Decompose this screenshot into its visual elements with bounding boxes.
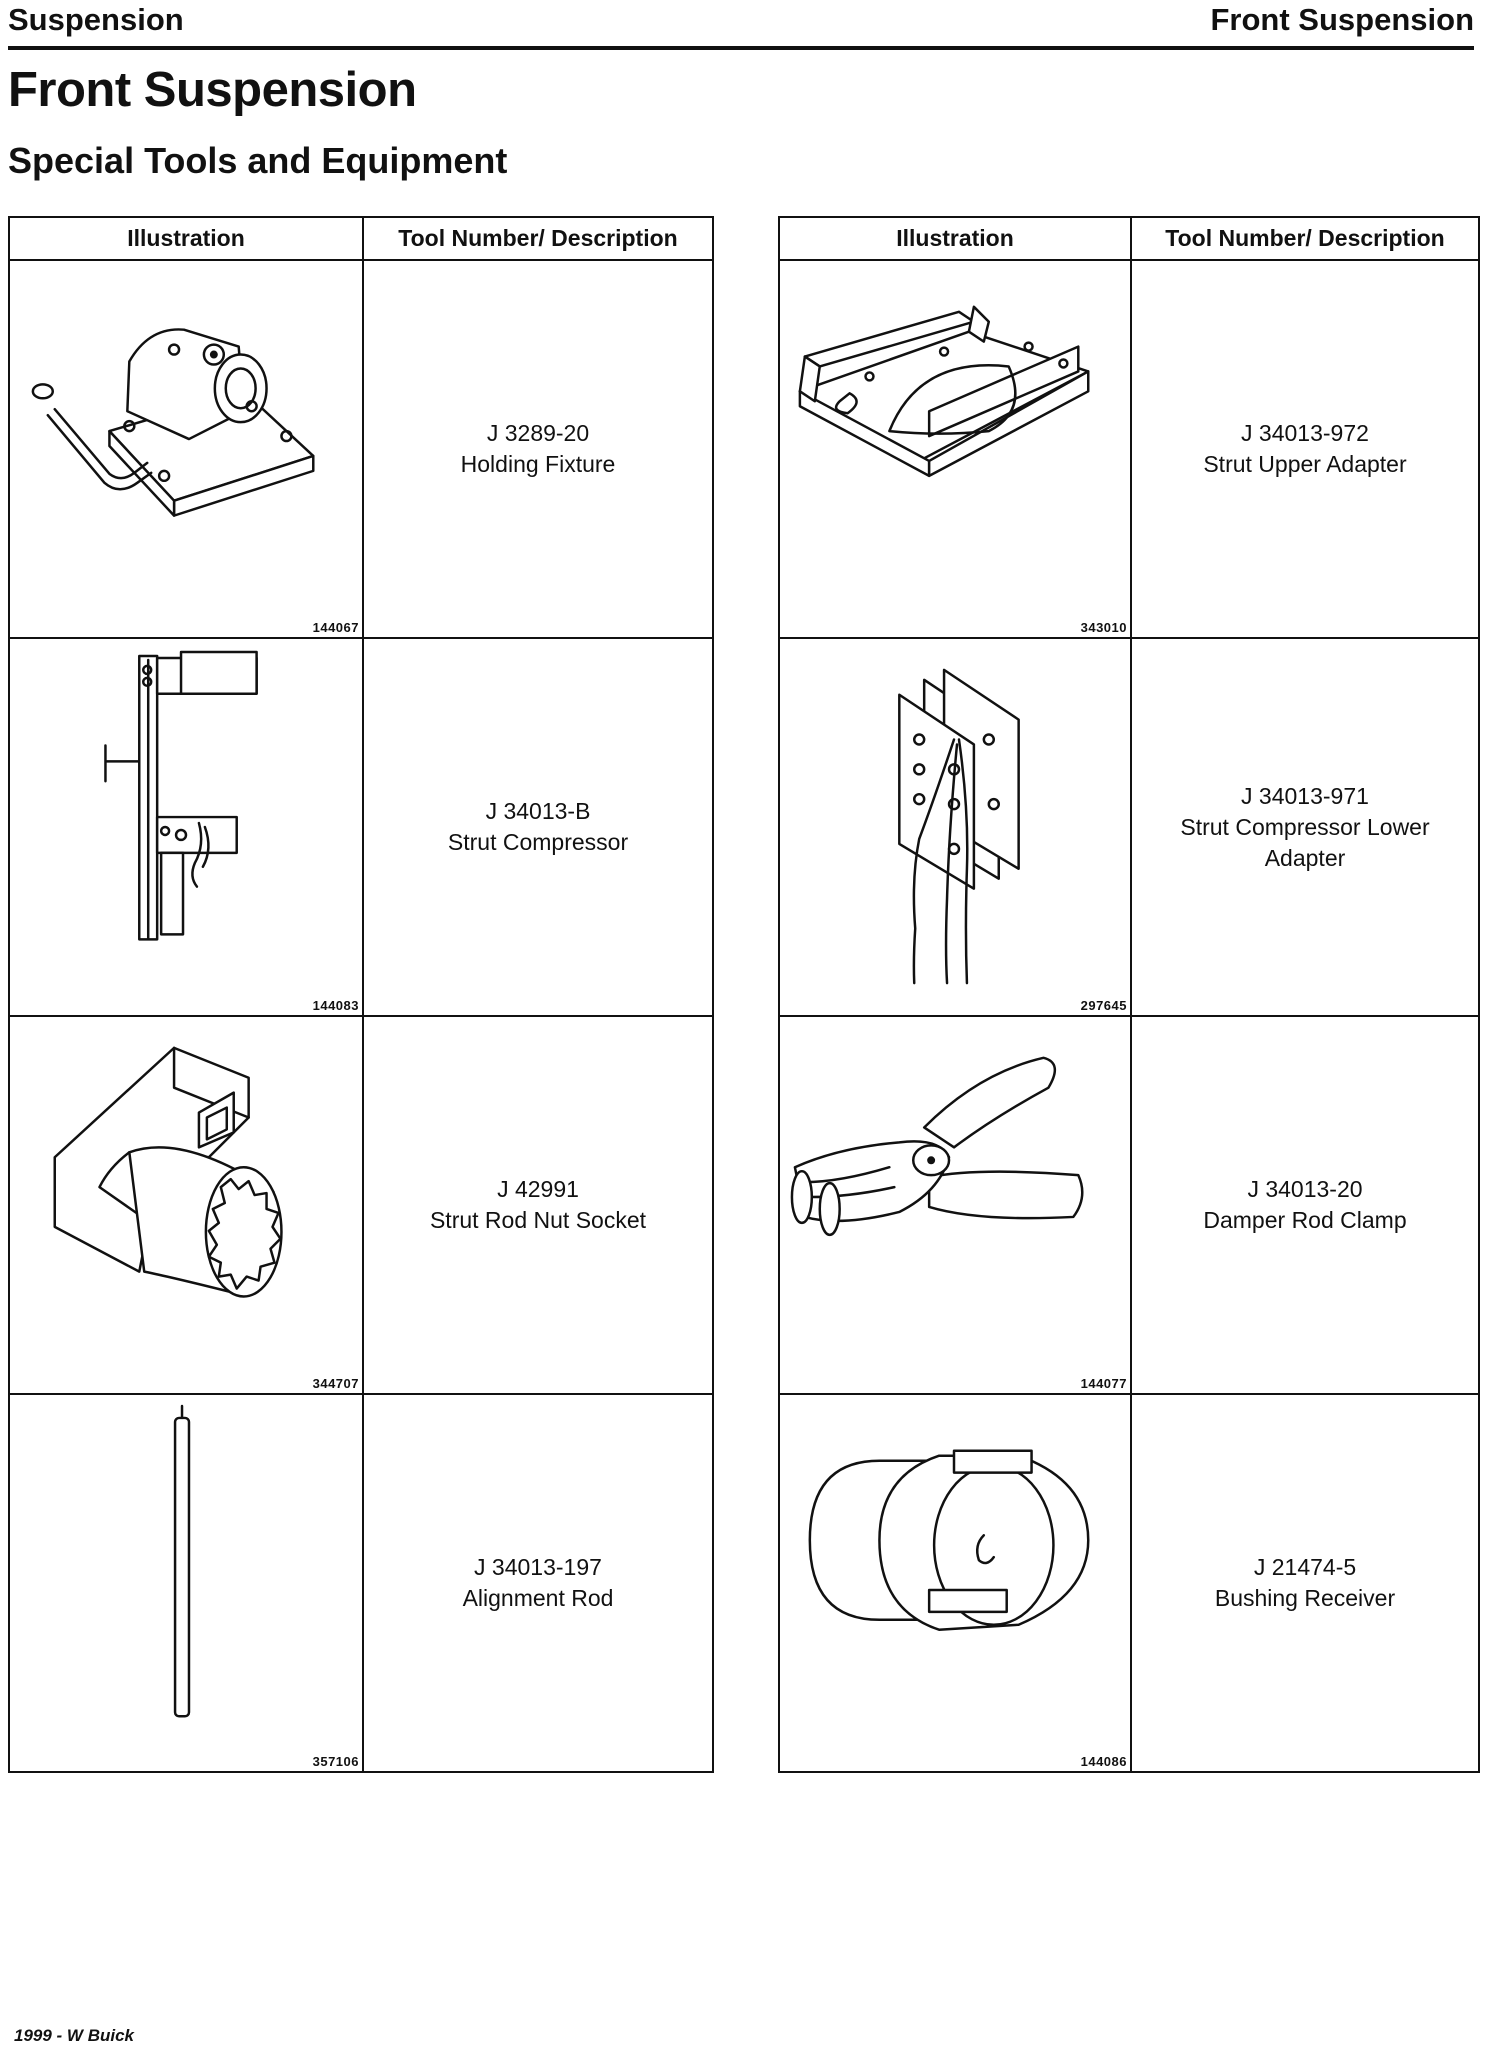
table-row: 297645 J 34013-971 Strut Compressor Lowe… [778,637,1480,1017]
illustration-cell: 144077 [778,1015,1132,1395]
tool-number: J 34013-972 [1241,420,1369,446]
table-row: 144086 J 21474-5 Bushing Receiver [778,1393,1480,1773]
table-row: 344707 J 42991 Strut Rod Nut Socket [8,1015,714,1395]
tools-table-left: Illustration Tool Number/ Description 14… [8,216,714,1773]
column-header-description: Tool Number/ Description [1130,216,1480,261]
rod-icon [173,1404,191,1718]
illustration-cell: 343010 [778,259,1132,639]
figure-number: 357106 [312,1754,359,1769]
table-row: 144077 J 34013-20 Damper Rod Clamp [778,1015,1480,1395]
figure-number: 144083 [312,998,359,1013]
description-cell: J 42991 Strut Rod Nut Socket [362,1015,714,1395]
tool-number: J 34013-971 [1241,782,1369,809]
illustration-cell: 144086 [778,1393,1132,1773]
holding-fixture-icon [31,328,315,517]
page-footer: 1999 - W Buick [14,2026,134,2045]
column-header-description: Tool Number/ Description [362,216,714,261]
upper-adapter-icon [798,305,1090,478]
tool-description: Strut Compressor [447,829,629,855]
tool-number: J 3289-20 [486,420,590,446]
table-row: 357106 J 34013-197 Alignment Rod [8,1393,714,1773]
bushing-receiver-icon [808,1449,1090,1631]
tool-number: J 21474-5 [1253,1554,1357,1580]
illustration-cell: 357106 [8,1393,364,1773]
tools-table-right: Illustration Tool Number/ Description 34… [778,216,1480,1773]
tool-description: Strut Compressor Lower Adapter [1180,813,1430,871]
section-title: Special Tools and Equipment [8,140,508,181]
tool-number: J 34013-20 [1247,1176,1363,1202]
column-header-illustration: Illustration [8,216,364,261]
description-cell: J 34013-197 Alignment Rod [362,1393,714,1773]
figure-number: 297645 [1080,998,1127,1013]
tool-description: Holding Fixture [460,451,616,477]
table-row: 343010 J 34013-972 Strut Upper Adapter [778,259,1480,639]
figure-number: 344707 [312,1376,359,1391]
tool-number: J 34013-197 [474,1554,602,1580]
description-cell: J 21474-5 Bushing Receiver [1130,1393,1480,1773]
lower-adapter-icon [898,668,1020,985]
illustration-cell: 297645 [778,637,1132,1017]
figure-number: 144077 [1080,1376,1127,1391]
figure-number: 343010 [1080,620,1127,635]
strut-compressor-icon [104,650,258,941]
tool-description: Strut Rod Nut Socket [429,1207,647,1233]
illustration-cell: 344707 [8,1015,364,1395]
description-cell: J 3289-20 Holding Fixture [362,259,714,639]
tool-description: Damper Rod Clamp [1203,1207,1407,1233]
figure-number: 144067 [312,620,359,635]
table-row: 144067 J 3289-20 Holding Fixture [8,259,714,639]
socket-icon [53,1046,283,1298]
tool-description: Strut Upper Adapter [1203,451,1407,477]
running-header-section: Suspension [8,2,184,37]
illustration-cell: 144083 [8,637,364,1017]
tool-number: J 34013-B [485,798,591,824]
description-cell: J 34013-972 Strut Upper Adapter [1130,259,1480,639]
running-header: Suspension Front Suspension [8,0,1474,50]
table-row: 144083 J 34013-B Strut Compressor [8,637,714,1017]
figure-number: 144086 [1080,1754,1127,1769]
tool-description: Alignment Rod [462,1585,614,1611]
page-title: Front Suspension [8,63,417,117]
column-header-illustration: Illustration [778,216,1132,261]
running-header-chapter: Front Suspension [1210,2,1475,37]
description-cell: J 34013-B Strut Compressor [362,637,714,1017]
tool-description: Bushing Receiver [1214,1585,1396,1611]
clamp-icon [790,1056,1084,1237]
tool-number: J 42991 [497,1176,579,1202]
description-cell: J 34013-20 Damper Rod Clamp [1130,1015,1480,1395]
description-cell: J 34013-971 Strut Compressor Lower Adapt… [1130,637,1480,1017]
illustration-cell: 144067 [8,259,364,639]
